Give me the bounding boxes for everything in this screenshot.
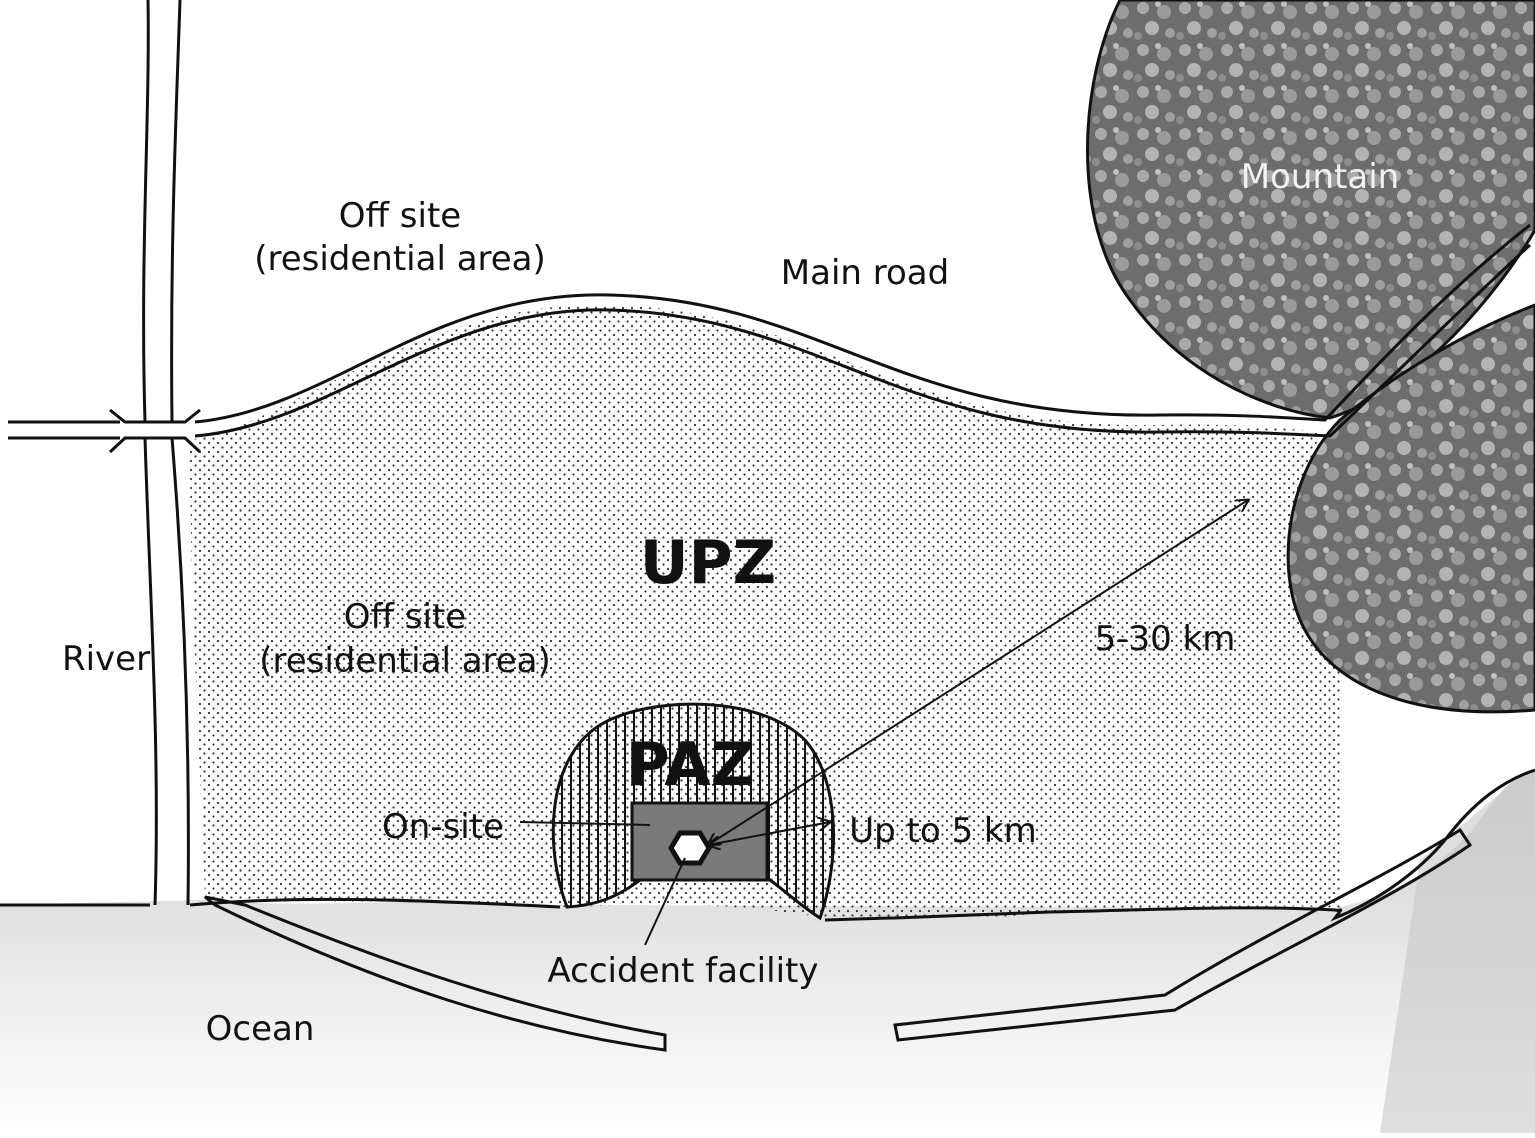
river [144,0,189,905]
river-label: River [62,639,150,679]
off-site-top-label-line1: Off site [339,196,461,236]
paz-range-label: Up to 5 km [849,811,1036,851]
mountain-label: Mountain [1241,157,1399,197]
upz-range-label: 5-30 km [1095,619,1236,659]
ocean-label: Ocean [206,1009,315,1049]
off-site-top-label-line2: (residential area) [254,239,546,279]
on-site-label: On-site [382,807,504,847]
main-road-label: Main road [781,253,949,293]
paz-label: PAZ [626,730,754,800]
off-site-mid-label-line2: (residential area) [259,641,551,681]
accident-facility-label: Accident facility [548,951,819,991]
off-site-mid-label-line1: Off site [344,597,466,637]
accident-facility-icon [671,833,709,863]
upz-label: UPZ [640,528,776,598]
